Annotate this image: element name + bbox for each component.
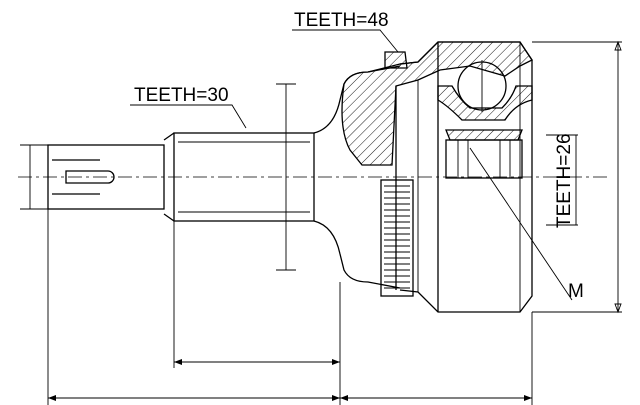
- stub-shaft: [47, 132, 175, 222]
- spline-section: [173, 132, 315, 222]
- teeth-right-label: TEETH=26: [554, 133, 575, 228]
- marker-leader: [469, 147, 573, 301]
- abs-ring: [380, 179, 414, 297]
- teeth-top-label: TEETH=48: [294, 10, 389, 31]
- housing-hatch-top: [341, 41, 533, 166]
- housing-body: [399, 41, 533, 313]
- inner-race: [437, 60, 533, 179]
- marker-label: M: [568, 281, 584, 302]
- teeth-left-label: TEETH=30: [134, 85, 229, 106]
